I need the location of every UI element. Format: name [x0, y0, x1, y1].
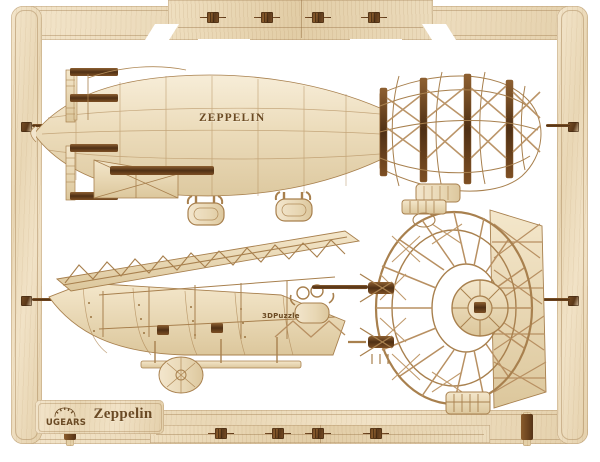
- frame-left-rail: [11, 6, 42, 444]
- tail-lattice: [379, 71, 542, 215]
- fin-upper-left: [65, 66, 187, 123]
- airship-assembly: [28, 48, 548, 226]
- plank-seam: [300, 0, 302, 38]
- connector-tab-bottom-1: [208, 428, 234, 439]
- connector-tab-left-upper: [21, 122, 32, 132]
- plank-groove: [178, 27, 423, 28]
- tail-engine-pod-lower: [348, 327, 394, 364]
- axle-rod-right-upper: [546, 124, 570, 127]
- frame-engraved-line: [15, 10, 38, 440]
- landing-wheel: [158, 356, 204, 394]
- tail-engine-pod-upper: [348, 273, 394, 303]
- envelope-skin: [33, 74, 381, 197]
- connector-tab-left-lower: [21, 296, 32, 306]
- canopy-truss: [62, 236, 348, 286]
- tail-connecting-rod: [312, 285, 368, 289]
- plank-notch: [350, 39, 402, 44]
- frame-engraved-line: [561, 10, 584, 440]
- gondola-drawing: [48, 230, 361, 394]
- gear-icon: [54, 407, 76, 417]
- cabin-engraving-text: 3DPuzzle: [262, 312, 300, 320]
- ugears-wordmark: UGEARS: [45, 418, 87, 428]
- connector-tab-bottom-4: [363, 428, 389, 439]
- connector-tab-top-4: [361, 12, 387, 23]
- frame-right-rail: [557, 6, 588, 444]
- hull-engraving-text: ZEPPELIN: [199, 112, 266, 124]
- ring-hub: [451, 279, 509, 337]
- connector-tab-bottom-3: [305, 428, 331, 439]
- tail-gondola: [415, 183, 461, 215]
- rear-truss: [274, 320, 346, 338]
- name-plate-title: Zeppelin: [93, 406, 153, 422]
- ugears-logo: UGEARS: [44, 405, 88, 429]
- ring-truss: [374, 210, 534, 406]
- name-plate: UGEARS Zeppelin: [35, 400, 164, 434]
- engine-pod-1: [186, 195, 225, 226]
- gondola-engine: [289, 284, 335, 324]
- tail-bottom-cabin: [445, 391, 491, 415]
- connector-tab-right-lower: [568, 296, 579, 306]
- connector-tab-top-1: [200, 12, 226, 23]
- top-cross-plank: [145, 0, 456, 44]
- gondola-assembly: [45, 225, 365, 394]
- tail-ring-drawing: [312, 209, 547, 415]
- airship-drawing: [30, 66, 542, 226]
- engine-pod-2: [274, 191, 313, 222]
- connector-tab-right-upper: [568, 122, 579, 132]
- name-plate-border: [37, 402, 162, 432]
- leg-dowel-right: [521, 414, 533, 440]
- cabin-connector-tabs: [157, 323, 223, 335]
- connector-tab-bottom-2: [265, 428, 291, 439]
- connector-tab-top-2: [254, 12, 280, 23]
- envelope-nose: [30, 125, 37, 143]
- tail-ring-assembly: [312, 196, 560, 422]
- axle-rod-left-lower: [32, 298, 60, 301]
- axle-rod-right-lower: [540, 298, 570, 301]
- upper-nacelle: [396, 198, 456, 232]
- plank-notch: [198, 39, 250, 44]
- skid-struts: [154, 337, 278, 363]
- gondola-panel-lines: [82, 284, 294, 356]
- connector-tab-top-3: [305, 12, 331, 23]
- hull-beam: [110, 166, 214, 175]
